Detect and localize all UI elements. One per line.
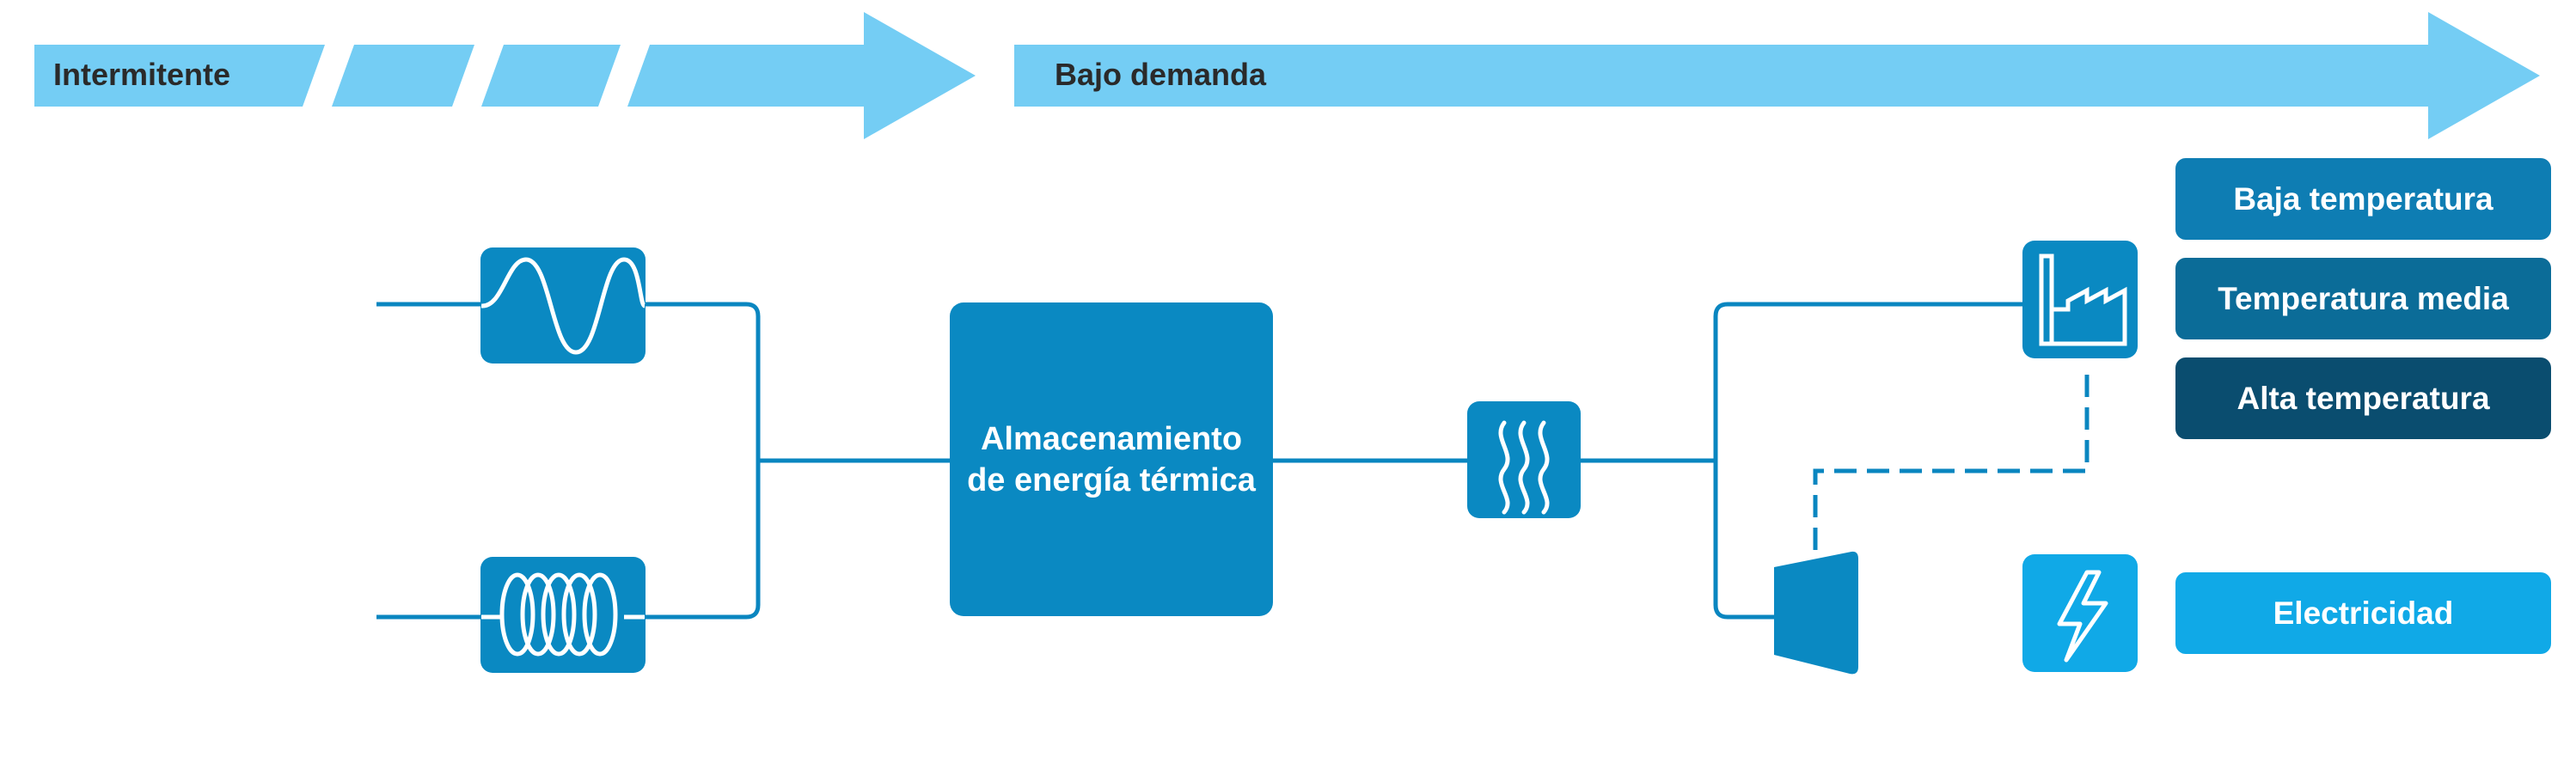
medium-temp-label: Temperatura media [2218, 280, 2509, 316]
banner-segment [332, 45, 474, 107]
high-temp-box-bg [2175, 357, 2551, 439]
heating-coil-icon [480, 557, 646, 673]
turbine-icon [1774, 551, 1858, 675]
storage-box-label: Almacenamiento de energía térmica [967, 420, 1256, 498]
on-demand-banner [1014, 12, 2540, 139]
on-demand-label: Bajo demanda [1055, 57, 1267, 92]
banner-segment [34, 45, 325, 107]
intermittent-banner [34, 12, 976, 139]
factory-icon [2022, 241, 2138, 358]
lightning-bolt-icon [2022, 554, 2138, 672]
split-line [1713, 302, 1776, 620]
electricity-label: Electricidad [2273, 595, 2454, 631]
banner-arrow [627, 12, 976, 139]
electricity-box-bg [2175, 572, 2551, 654]
low-temp-label: Baja temperatura [2233, 180, 2493, 217]
turbine-waste-heat-line [1813, 370, 2090, 550]
merge-line [645, 302, 761, 620]
connection-lines [376, 302, 2090, 620]
intermittent-label: Intermitente [53, 57, 231, 92]
high-temp-label: Alta temperatura [2236, 380, 2490, 416]
low-temp-box-bg [2175, 158, 2551, 240]
heat-waves-icon [1467, 401, 1581, 518]
medium-temp-box-bg [2175, 258, 2551, 339]
sine-wave-icon [480, 247, 647, 364]
storage-box-bg [950, 302, 1273, 616]
banner-segment [481, 45, 621, 107]
